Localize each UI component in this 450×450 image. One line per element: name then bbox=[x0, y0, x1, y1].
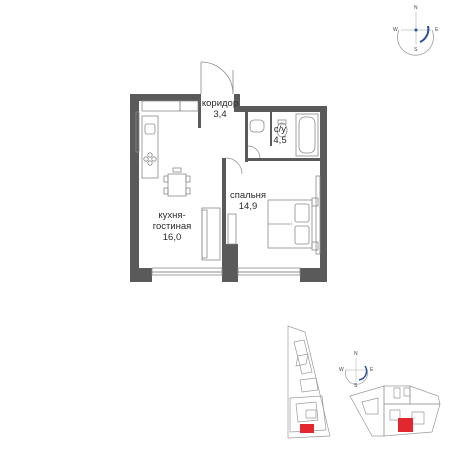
compass-main bbox=[397, 12, 434, 56]
site-highlight-right bbox=[398, 418, 413, 432]
interior-doors bbox=[225, 145, 261, 175]
room-label-bedroom: спальня 14,9 bbox=[222, 190, 274, 212]
compass-main-e: E bbox=[435, 27, 439, 33]
room-name-corridor: коридор bbox=[201, 98, 239, 109]
compass-main-s: S bbox=[414, 47, 418, 53]
compass-small bbox=[345, 358, 368, 385]
windows bbox=[135, 111, 321, 276]
room-name-bedroom: спальня bbox=[229, 190, 267, 201]
kitchen-furniture bbox=[141, 100, 221, 261]
compass-small-e: E bbox=[370, 367, 374, 373]
room-name-kitchen-line2: гостиная bbox=[152, 221, 192, 232]
compass-main-w: W bbox=[393, 27, 398, 33]
room-area-bathroom: 4,5 bbox=[273, 135, 287, 146]
inner-walls bbox=[198, 94, 320, 244]
site-building-left bbox=[287, 325, 331, 439]
room-area-bedroom: 14,9 bbox=[238, 201, 258, 212]
room-area-corridor: 3,4 bbox=[213, 109, 227, 120]
compass-small-s: S bbox=[354, 383, 358, 389]
room-label-bathroom: с/у 4,5 bbox=[266, 124, 294, 146]
compass-small-w: W bbox=[339, 367, 344, 373]
room-name-kitchen-line1: кухня- bbox=[158, 210, 186, 221]
bathroom-fixtures bbox=[249, 113, 319, 157]
site-highlight-left bbox=[300, 424, 314, 433]
room-label-kitchen: кухня- гостиная 16,0 bbox=[144, 210, 200, 243]
bedroom-furniture bbox=[227, 197, 319, 251]
outer-walls bbox=[130, 94, 327, 282]
compass-main-n: N bbox=[414, 5, 418, 11]
room-label-corridor: коридор 3,4 bbox=[198, 98, 242, 120]
compass-small-n: N bbox=[354, 351, 358, 357]
room-name-bathroom: с/у bbox=[273, 124, 287, 135]
room-area-kitchen: 16,0 bbox=[162, 232, 182, 243]
site-building-right bbox=[349, 385, 441, 437]
entry-door bbox=[200, 61, 234, 95]
